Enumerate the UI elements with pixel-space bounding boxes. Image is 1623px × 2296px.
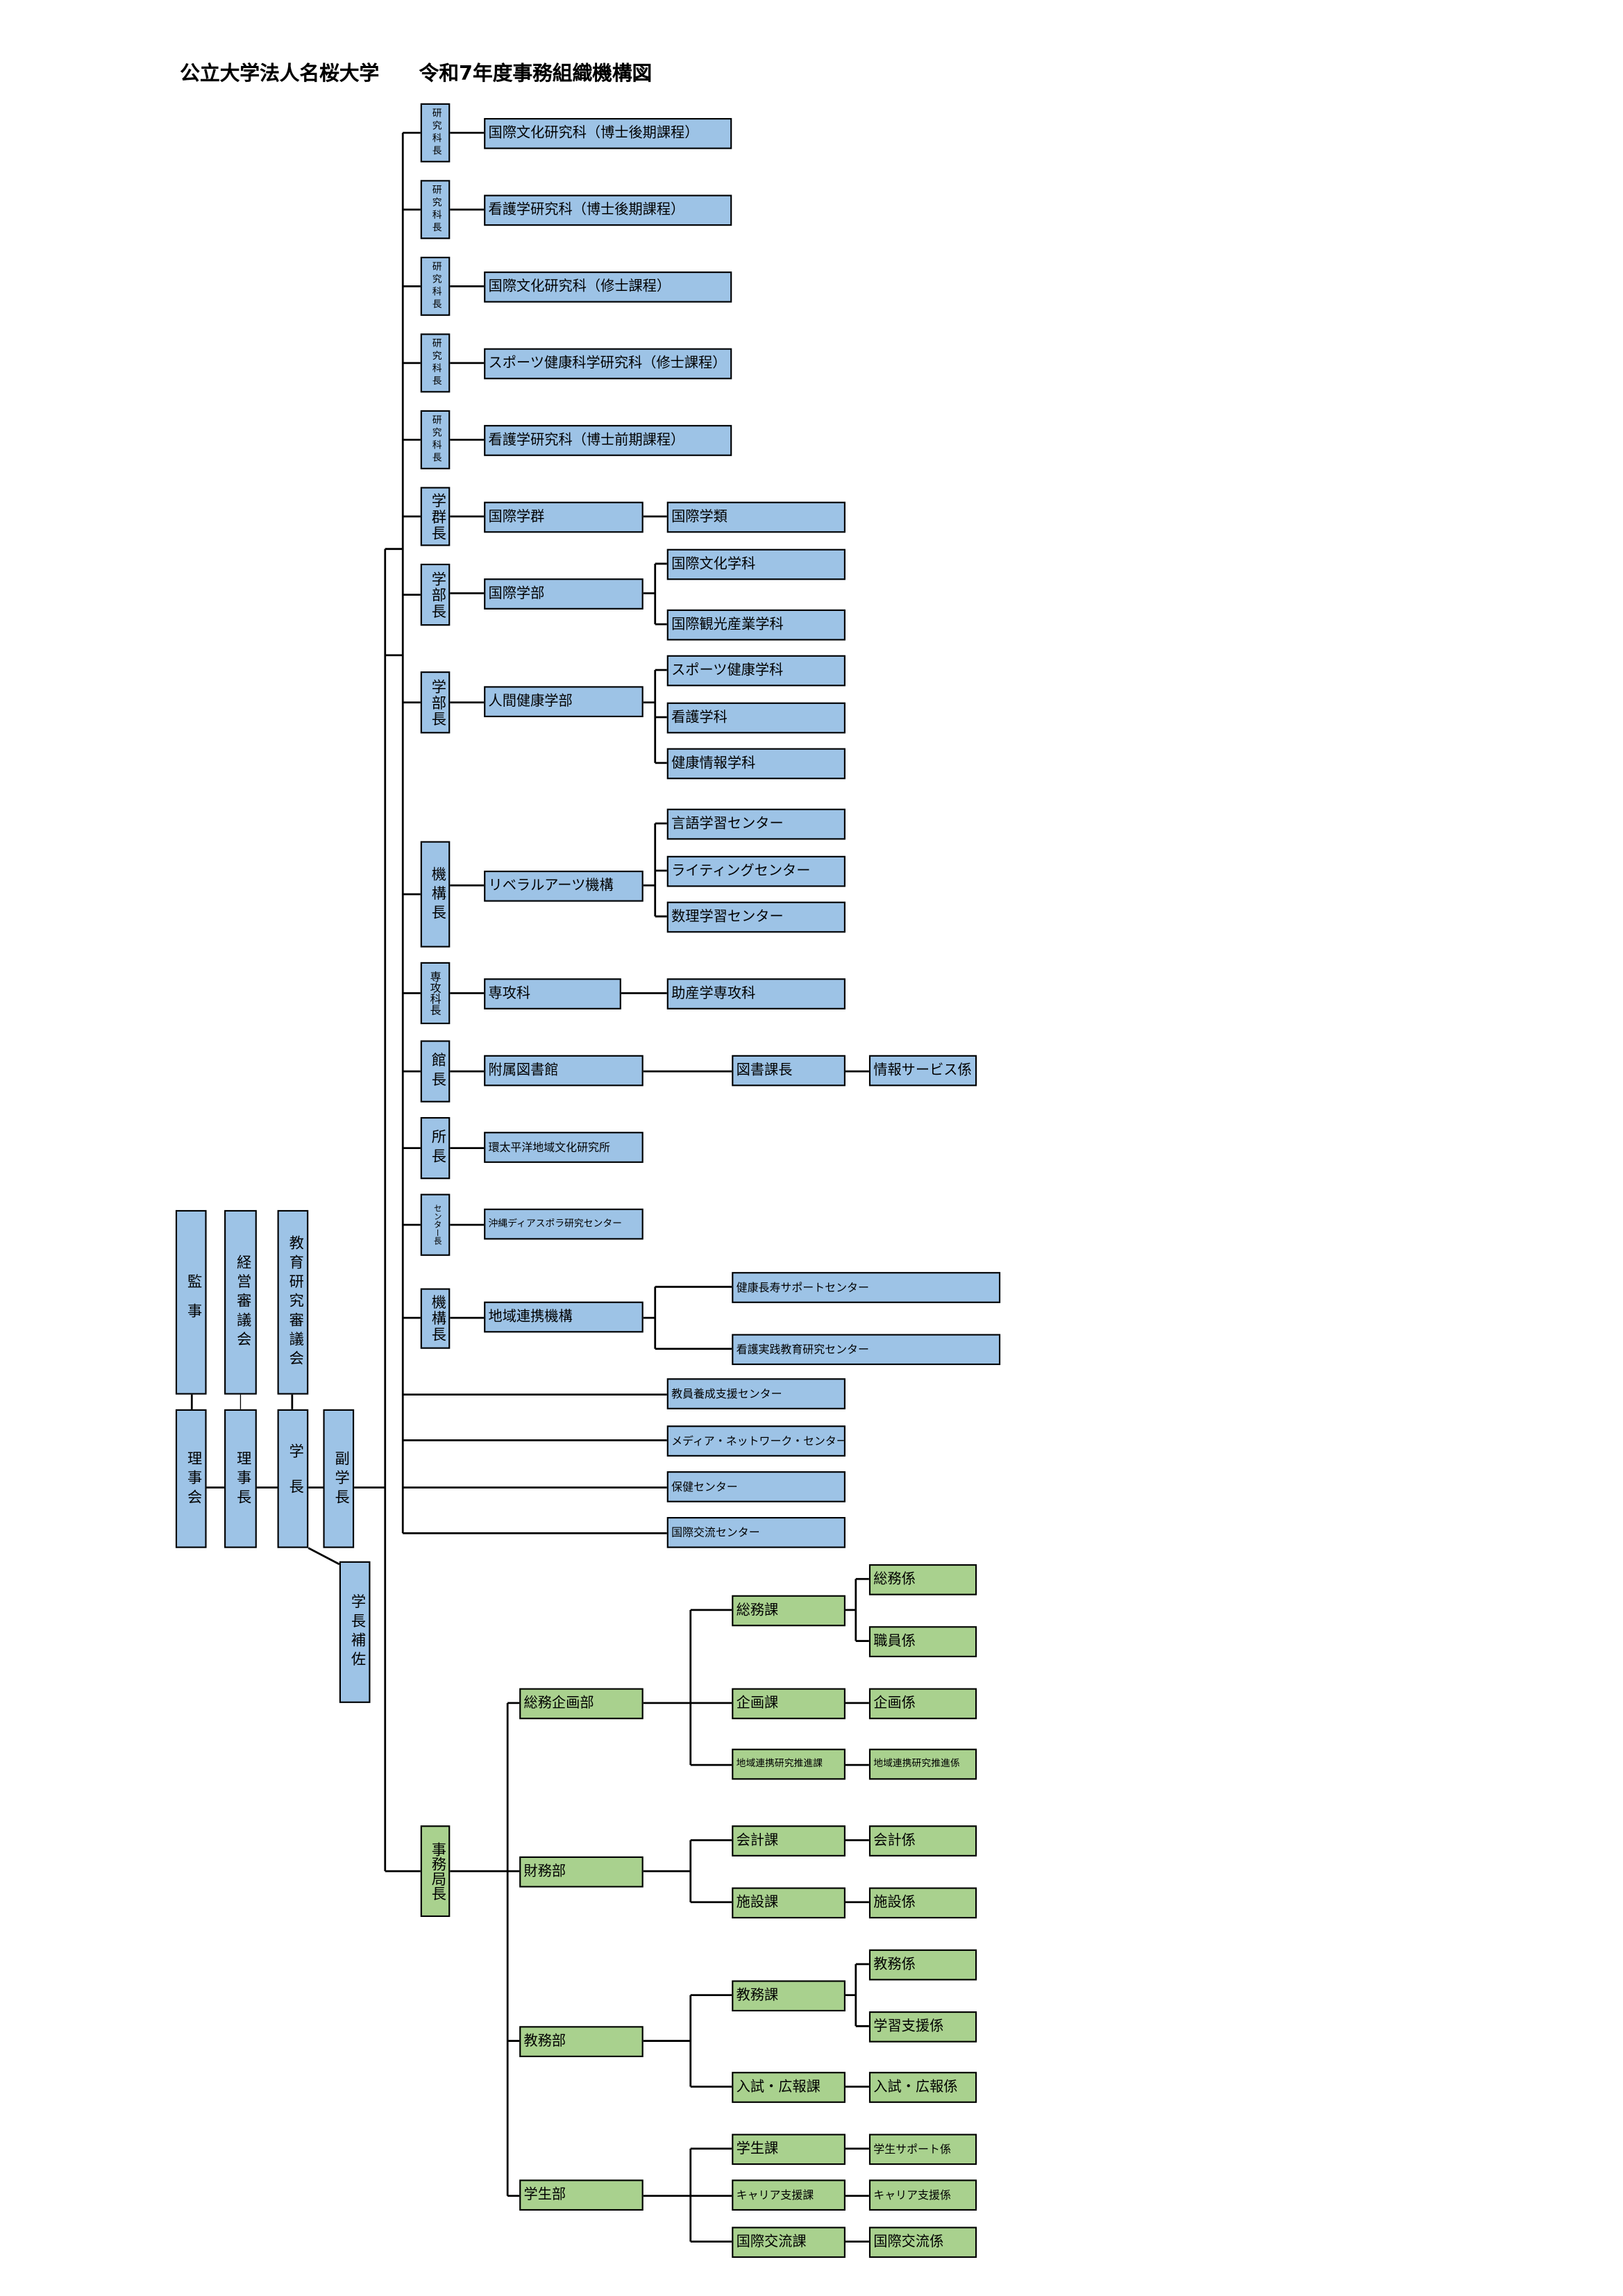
okinawa-center-box: 沖縄ディアスポラ研究センター [484, 1208, 644, 1240]
head-box: 所長 [420, 1117, 451, 1180]
assistant-box: 学長補佐 [339, 1561, 371, 1703]
dept-box: 健康情報学科 [666, 748, 846, 780]
grad-school-box: 国際文化研究科（博士後期課程） [484, 118, 732, 149]
division-box: 入試・広報課 [732, 2072, 846, 2103]
section-box: 教務係 [868, 1949, 977, 1981]
section-box: 地域連携研究推進係 [868, 1748, 977, 1780]
library-section-box: 情報サービス係 [868, 1055, 977, 1087]
admin-dept-box: 学生部 [519, 2179, 644, 2211]
head-box: 研究科長 [420, 180, 451, 240]
dept-box: 国際文化学科 [666, 548, 846, 580]
josan-box: 助産学専攻科 [666, 978, 846, 1009]
head-box: 機構長 [420, 841, 451, 948]
institute-box: 環太平洋地域文化研究所 [484, 1132, 644, 1163]
center-box: 看護実践教育研究センター [732, 1334, 1001, 1366]
admin-dept-box: 総務企画部 [519, 1688, 644, 1720]
division-box: キャリア支援課 [732, 2179, 846, 2211]
president-box: 学長 [277, 1409, 309, 1548]
head-box: 研究科長 [420, 103, 451, 162]
grad-school-box: 看護学研究科（博士前期課程） [484, 425, 732, 456]
education-council-box: 教育研究審議会 [277, 1209, 309, 1395]
center-box: 保健センター [666, 1471, 846, 1502]
dept-box: 国際学類 [666, 501, 846, 533]
division-box: 教務課 [732, 1980, 846, 2012]
grad-school-box: 国際文化研究科（修士課程） [484, 271, 732, 303]
section-box: 学習支援係 [868, 2011, 977, 2043]
head-box: 機構長 [420, 1288, 451, 1349]
section-box: キャリア支援係 [868, 2179, 977, 2211]
head-box: センター長 [420, 1193, 451, 1256]
division-box: 学生課 [732, 2134, 846, 2165]
center-box: 教員養成支援センター [666, 1378, 846, 1409]
vice-president-box: 副学長 [323, 1409, 355, 1548]
library-chief-box: 図書課長 [732, 1055, 846, 1087]
admin-dept-box: 教務部 [519, 2026, 644, 2057]
center-box: 健康長寿サポートセンター [732, 1272, 1001, 1303]
library-box: 附属図書館 [484, 1055, 644, 1087]
page-title: 公立大学法人名桜大学 令和7年度事務組織機構図 [180, 62, 653, 86]
dept-box: スポーツ健康学科 [666, 655, 846, 687]
head-box: 専攻科長 [420, 962, 451, 1025]
head-box: 館長 [420, 1040, 451, 1103]
grad-school-box: 看護学研究科（博士後期課程） [484, 194, 732, 226]
grad-school-box: スポーツ健康科学研究科（修士課程） [484, 348, 732, 380]
center-box: ライティングセンター [666, 855, 846, 887]
center-box: 国際交流センター [666, 1517, 846, 1548]
section-box: 職員係 [868, 1626, 977, 1657]
management-council-box: 経営審議会 [224, 1209, 257, 1395]
center-box: 言語学習センター [666, 808, 846, 840]
section-box: 総務係 [868, 1564, 977, 1595]
faculty-box: 国際学群 [484, 501, 644, 533]
chairman-box: 理事長 [224, 1409, 257, 1548]
section-box: 国際交流係 [868, 2227, 977, 2259]
section-box: 企画係 [868, 1688, 977, 1720]
division-box: 地域連携研究推進課 [732, 1748, 846, 1780]
auditor-box: 監事 [175, 1209, 207, 1395]
head-box: 研究科長 [420, 410, 451, 469]
liberal-arts-box: リベラルアーツ機構 [484, 871, 644, 902]
faculty-box: 国際学部 [484, 578, 644, 610]
section-box: 施設係 [868, 1887, 977, 1919]
regional-box: 地域連携機構 [484, 1301, 644, 1333]
admin-dept-box: 財務部 [519, 1856, 644, 1888]
section-box: 入試・広報係 [868, 2072, 977, 2103]
board-box: 理事会 [175, 1409, 207, 1548]
faculty-box: 人間健康学部 [484, 686, 644, 717]
secretary-general-box: 事務局長 [420, 1825, 451, 1918]
division-box: 施設課 [732, 1887, 846, 1919]
center-box: 数理学習センター [666, 901, 846, 933]
head-box: 学部長 [420, 563, 451, 626]
head-box: 学群長 [420, 487, 451, 546]
division-box: 会計課 [732, 1825, 846, 1857]
dept-box: 看護学科 [666, 702, 846, 734]
division-box: 国際交流課 [732, 2227, 846, 2259]
head-box: 研究科長 [420, 333, 451, 393]
division-box: 総務課 [732, 1595, 846, 1627]
section-box: 学生サポート係 [868, 2134, 977, 2165]
head-box: 研究科長 [420, 256, 451, 316]
center-box: メディア・ネットワーク・センター [666, 1425, 846, 1457]
dept-box: 国際観光産業学科 [666, 609, 846, 641]
senkoka-box: 専攻科 [484, 978, 621, 1009]
head-box: 学部長 [420, 671, 451, 734]
division-box: 企画課 [732, 1688, 846, 1720]
section-box: 会計係 [868, 1825, 977, 1857]
